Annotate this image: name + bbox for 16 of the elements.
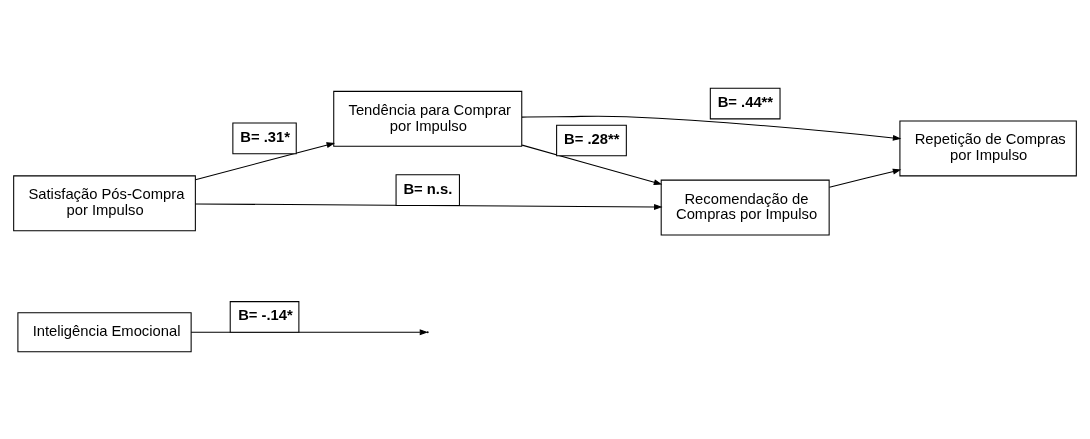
node-box: Satisfação Pós-Compra por Impulso xyxy=(13,174,196,231)
edge-label: B= .28** xyxy=(564,130,620,147)
arrow xyxy=(521,144,663,185)
edge-label: B= -.14* xyxy=(238,306,293,323)
node-box: Inteligência Emocional xyxy=(17,311,192,352)
node-box: Recomendação de Compras por Impulso xyxy=(660,179,830,236)
edge-label: B= .31* xyxy=(240,128,290,145)
arrow xyxy=(194,202,663,210)
edge-label: B= .44** xyxy=(717,93,774,110)
arrow xyxy=(828,168,902,188)
node-box: Tendência para Comprar por Impulso xyxy=(333,90,523,147)
arrow xyxy=(521,115,902,141)
edge-label: B= n.s. xyxy=(403,180,453,197)
node-box: Repetição de Compras por Impulso xyxy=(899,119,1077,176)
arrow xyxy=(190,328,429,335)
arrow xyxy=(194,141,336,180)
